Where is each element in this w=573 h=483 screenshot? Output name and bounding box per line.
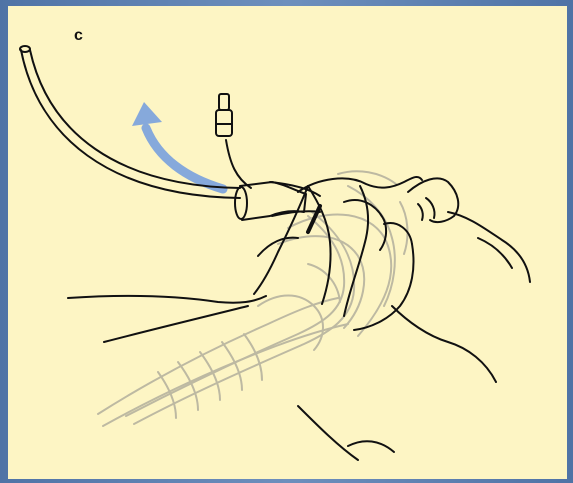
upper-lip-and-nose xyxy=(298,177,422,192)
face-profile xyxy=(448,212,530,282)
pilot-balloon-connector-icon xyxy=(216,94,251,188)
curved-arrow-icon xyxy=(132,102,223,189)
intubation-illustration xyxy=(8,6,567,479)
tube-connector-opening xyxy=(235,187,247,219)
cheek-line xyxy=(344,186,368,316)
tube-outer-bottom xyxy=(30,50,240,188)
tube-tip-end xyxy=(20,46,30,52)
tongue-base-line xyxy=(288,214,391,336)
nostril-2 xyxy=(418,204,423,220)
forearm-lower xyxy=(104,306,248,342)
thumb xyxy=(308,186,331,304)
chin-line xyxy=(348,441,394,452)
forearm-upper xyxy=(68,296,266,303)
thyroid-cartilage xyxy=(258,296,323,351)
neck-line xyxy=(298,406,358,460)
nose-outline xyxy=(408,178,458,222)
panel-label: c xyxy=(74,28,83,44)
endotracheal-tube xyxy=(20,46,320,232)
internal-anatomy xyxy=(98,171,407,426)
trachea-outline-upper xyxy=(98,298,338,414)
pilot-line xyxy=(226,140,251,188)
nostril-1 xyxy=(426,198,435,218)
patient-and-hand-outline xyxy=(68,177,530,460)
tube-outer-top xyxy=(21,50,240,198)
illustration-panel: c xyxy=(8,6,567,479)
tube-inner-line-1 xyxy=(126,216,344,416)
pilot-valve-cap xyxy=(219,94,229,110)
jaw-line xyxy=(392,306,496,382)
trachea-outline-lower xyxy=(103,324,348,426)
